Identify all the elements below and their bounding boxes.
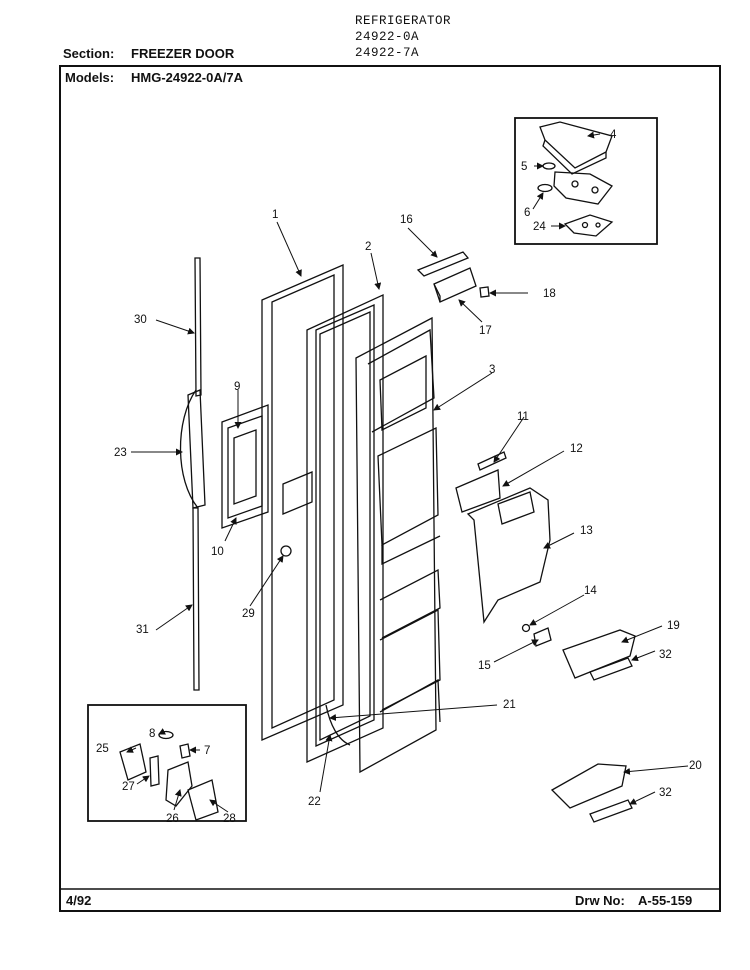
door-switch-part — [416, 251, 470, 277]
callout-16: 16 — [400, 214, 413, 226]
hinge-detail-inset — [514, 117, 658, 245]
chute-washer-part — [521, 623, 531, 633]
dispenser-panel-part — [221, 404, 269, 529]
model-number-1: 24922-0A — [355, 30, 420, 44]
hinge-shim-part — [563, 214, 614, 237]
callout-31: 31 — [136, 624, 149, 636]
callout-26: 26 — [166, 813, 179, 825]
section-value: FREEZER DOOR — [131, 46, 235, 61]
hinge-bushing-part — [542, 162, 556, 170]
callout-15: 15 — [478, 660, 491, 672]
revision-date: 4/92 — [66, 893, 92, 908]
model-number-2: 24922-7A — [355, 46, 420, 60]
door-stop-part — [165, 761, 193, 807]
door-handle-part — [187, 389, 206, 509]
callout-8: 8 — [149, 728, 155, 740]
hinge-shim-lower — [149, 755, 160, 787]
callout-1: 1 — [272, 209, 278, 221]
callout-9: 9 — [234, 381, 240, 393]
inner-door-liner — [355, 316, 437, 774]
callout-24: 24 — [533, 221, 546, 233]
switch-button-part — [479, 286, 490, 298]
diagram-frame — [59, 65, 721, 912]
callout-17: 17 — [479, 325, 492, 337]
callout-23: 23 — [114, 447, 127, 459]
callout-14: 14 — [584, 585, 597, 597]
callout-7: 7 — [204, 745, 210, 757]
section-label: Section: — [63, 46, 115, 61]
bin-trim-lower — [589, 799, 633, 823]
callout-18: 18 — [543, 288, 556, 300]
callout-22: 22 — [308, 796, 321, 808]
drawing-label: Drw No: — [575, 893, 625, 908]
hinge-cover-part — [539, 121, 613, 169]
callout-30: 30 — [134, 314, 147, 326]
switch-housing-part — [433, 267, 477, 303]
callout-10: 10 — [211, 546, 224, 558]
dispenser-flap-part — [477, 451, 507, 471]
bin-trim-upper — [589, 657, 633, 681]
callout-2: 2 — [365, 241, 371, 253]
callout-32-upper: 32 — [659, 649, 672, 661]
callout-20: 20 — [689, 760, 702, 772]
callout-21: 21 — [503, 699, 516, 711]
callout-6: 6 — [524, 207, 530, 219]
upper-trim-strip — [194, 257, 202, 397]
models-label: Models: — [65, 70, 115, 85]
callout-12: 12 — [570, 443, 583, 455]
product-title: REFRIGERATOR — [355, 14, 452, 28]
door-bin-upper — [562, 629, 636, 679]
hinge-washer-part — [537, 183, 553, 193]
callout-5: 5 — [521, 161, 527, 173]
callout-29: 29 — [242, 608, 255, 620]
door-gasket-part — [306, 293, 384, 764]
chute-screw-part — [533, 627, 552, 647]
hinge-cover-lower — [187, 779, 219, 821]
callout-32-lower: 32 — [659, 787, 672, 799]
callout-4: 4 — [610, 129, 617, 141]
drawing-number: A-55-159 — [638, 893, 693, 908]
callout-3: 3 — [489, 364, 495, 376]
door-bin-lower — [550, 763, 627, 809]
outer-door-panel — [261, 264, 344, 741]
hinge-pin-washer — [158, 730, 174, 740]
lower-trim-strip — [192, 507, 200, 691]
callout-11: 11 — [517, 411, 529, 423]
door-plug-part — [280, 545, 292, 557]
lower-hinge-detail-inset — [87, 704, 247, 822]
callout-19: 19 — [667, 620, 680, 632]
hinge-pin-part — [179, 743, 191, 759]
models-value: HMG-24922-0A/7A — [131, 70, 243, 85]
callout-27: 27 — [122, 781, 135, 793]
callout-25: 25 — [96, 743, 109, 755]
callout-28: 28 — [223, 813, 236, 825]
hinge-bracket-part — [553, 171, 613, 205]
callout-13: 13 — [580, 525, 593, 537]
ice-chute-part — [466, 487, 551, 624]
dispenser-housing-part — [455, 469, 501, 513]
